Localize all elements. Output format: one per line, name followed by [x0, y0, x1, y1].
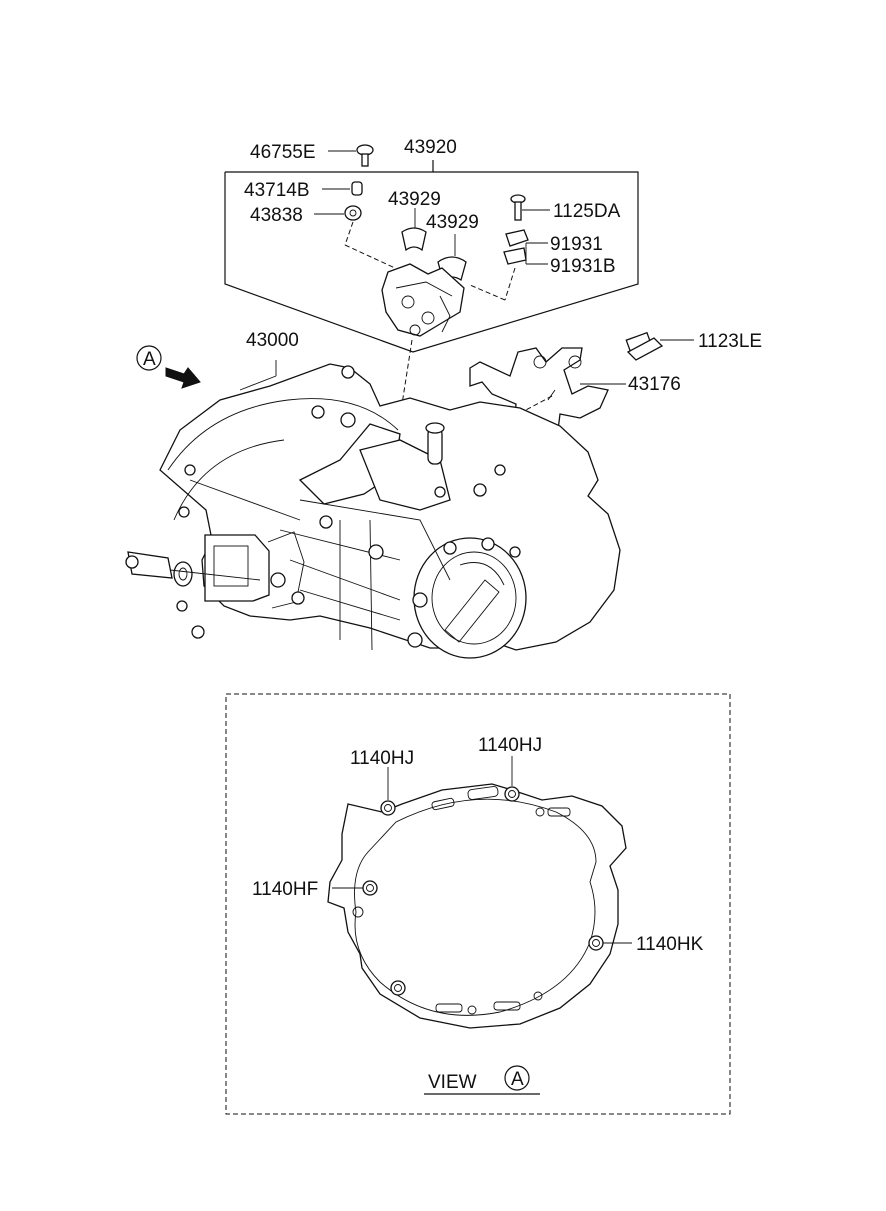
washer-43838[interactable]	[314, 205, 362, 221]
shift-lever-bracket-group	[224, 144, 639, 431]
bolt-1123LE[interactable]	[625, 331, 694, 361]
group-outline	[224, 171, 639, 353]
label-43000: 43000	[246, 330, 299, 351]
view-a-caption: VIEW A	[424, 1065, 540, 1095]
view-a-box	[225, 693, 731, 1115]
bolt-1140HK[interactable]	[588, 935, 632, 951]
view-marker: A	[511, 1069, 524, 1090]
label-43929-a: 43929	[388, 189, 441, 210]
bolt-46755E[interactable]	[328, 144, 374, 167]
label-43838: 43838	[250, 205, 303, 226]
label-43714B: 43714B	[244, 180, 310, 201]
label-91931B: 91931B	[550, 256, 616, 277]
clip-91931[interactable]	[503, 229, 548, 265]
clip-43929-a[interactable]	[401, 208, 427, 252]
label-43929-b: 43929	[426, 212, 479, 233]
transmission-assembly-43000[interactable]	[125, 360, 621, 659]
shift-bracket-casting	[381, 263, 465, 337]
label-43176: 43176	[628, 374, 681, 395]
label-1125DA: 1125DA	[553, 201, 621, 222]
label-91931: 91931	[550, 234, 603, 255]
label-43920: 43920	[404, 137, 457, 158]
bracket-43176[interactable]	[469, 347, 626, 447]
bell-housing-face	[327, 783, 627, 1029]
view-marker-circle	[504, 1065, 530, 1091]
view-arrow-a	[136, 345, 201, 389]
bolt-1140HF[interactable]	[332, 880, 378, 896]
label-arrow-a: A	[143, 349, 156, 370]
label-1140HF: 1140HF	[252, 879, 318, 900]
label-1140HJ-right: 1140HJ	[478, 735, 542, 756]
bushing-43714B[interactable]	[322, 181, 363, 196]
bolt-lower-left	[390, 980, 406, 996]
view-title: VIEW	[428, 1072, 477, 1093]
label-46755E: 46755E	[250, 142, 316, 163]
bolt-1140HJ-left[interactable]	[380, 767, 396, 816]
bolt-1140HJ-right[interactable]	[504, 756, 520, 802]
label-1140HJ-left: 1140HJ	[350, 748, 414, 769]
label-1140HK: 1140HK	[636, 934, 704, 955]
label-1123LE: 1123LE	[698, 331, 762, 352]
bolt-1125DA[interactable]	[510, 194, 550, 221]
